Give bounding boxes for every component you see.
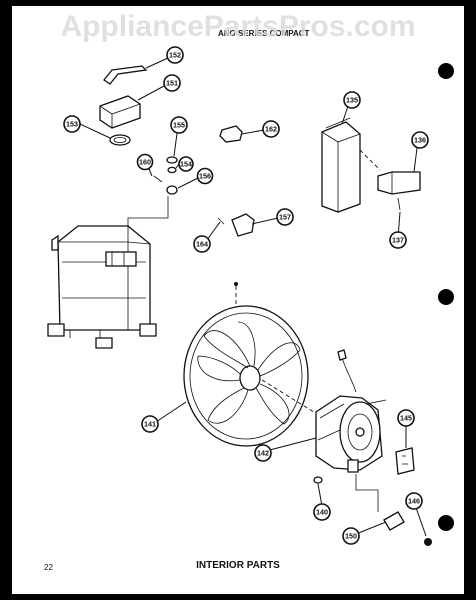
shaft-coupling-part [383, 511, 405, 531]
diagram-title: INTERIOR PARTS [196, 560, 280, 571]
svg-text:154: 154 [180, 160, 192, 169]
retainer-cap-part [424, 538, 432, 546]
svg-text:137: 137 [392, 236, 404, 245]
callout-154: 154 [178, 156, 194, 172]
callout-156: 156 [196, 167, 214, 185]
callout-136: 136 [411, 131, 429, 149]
svg-text:151: 151 [166, 79, 178, 88]
binder-hole-bottom [438, 515, 454, 531]
mounting-grommet-part [313, 476, 323, 484]
bracket-clip-part [219, 125, 243, 143]
callout-142: 142 [254, 444, 272, 462]
overload-cover-part [99, 95, 141, 129]
svg-text:162: 162 [265, 125, 277, 134]
callout-162: 162 [262, 120, 280, 138]
svg-text:164: 164 [196, 240, 208, 249]
callout-153: 153 [63, 115, 81, 133]
gasket-ring-part [109, 134, 131, 146]
callout-160: 160 [136, 153, 154, 171]
fan-blade-part [183, 305, 309, 447]
callout-155: 155 [170, 116, 188, 134]
grommet-stack-part [153, 156, 178, 195]
svg-text:160: 160 [139, 158, 151, 167]
watermark-text: AppliancePartsPros.com [60, 10, 415, 43]
light-bracket-part [377, 171, 421, 211]
callout-140: 140 [313, 503, 331, 521]
fan-motor-part [315, 395, 387, 473]
callout-146: 146 [405, 492, 423, 510]
svg-text:145: 145 [400, 414, 412, 423]
svg-text:150: 150 [345, 532, 357, 541]
binder-hole-middle [438, 289, 454, 305]
svg-text:155: 155 [173, 121, 185, 130]
svg-text:135: 135 [346, 96, 358, 105]
spring-clip-part [103, 65, 148, 85]
header-fragment: ANO SERIES COMPACT [218, 29, 310, 38]
svg-text:156: 156 [199, 172, 211, 181]
svg-text:153: 153 [66, 120, 78, 129]
light-shield-part [321, 117, 361, 213]
callout-145: 145 [397, 409, 415, 427]
callout-151: 151 [163, 74, 181, 92]
callout-150: 150 [342, 527, 360, 545]
svg-text:157: 157 [279, 213, 291, 222]
binder-hole-top [438, 63, 454, 79]
svg-text:146: 146 [408, 497, 420, 506]
callout-141: 141 [141, 415, 159, 433]
thermostat-part [217, 213, 255, 237]
callout-157: 157 [276, 208, 294, 226]
svg-text:142: 142 [257, 449, 269, 458]
svg-text:152: 152 [169, 51, 181, 60]
compressor-drawing [47, 225, 157, 349]
svg-text:136: 136 [414, 136, 426, 145]
svg-text:141: 141 [144, 420, 156, 429]
svg-text:140: 140 [316, 508, 328, 517]
callout-152: 152 [166, 46, 184, 64]
callout-137: 137 [389, 231, 407, 249]
callout-164: 164 [193, 235, 211, 253]
callout-135: 135 [343, 91, 361, 109]
motor-bracket-part [395, 447, 415, 475]
page-number: 22 [44, 563, 53, 572]
